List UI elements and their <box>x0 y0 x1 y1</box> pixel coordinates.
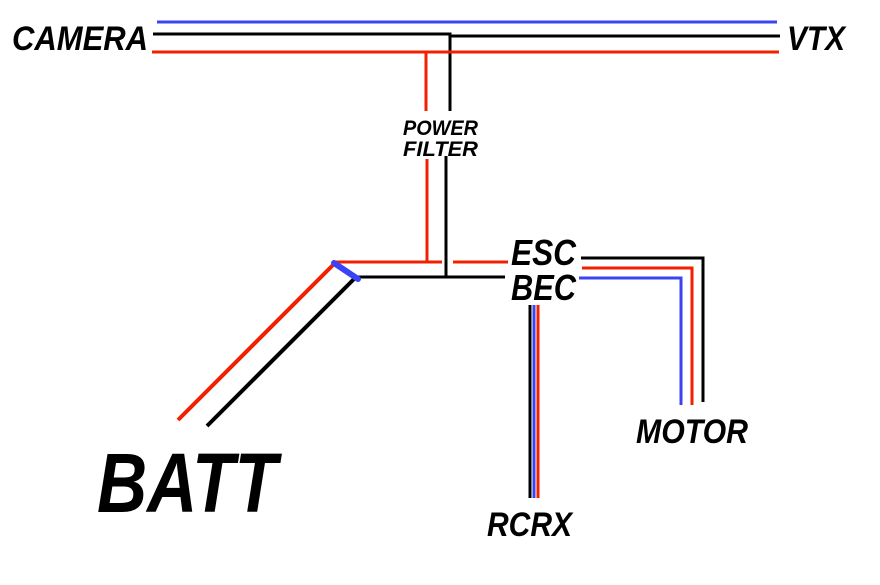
receiver-wires <box>528 305 540 498</box>
battery-leads <box>176 260 361 428</box>
vtx-label: VTX <box>787 20 847 58</box>
camera-ground-wire <box>153 32 452 111</box>
camera-vtx-wires <box>152 20 780 111</box>
motor-wire-black <box>581 256 705 402</box>
battery-negative-lead <box>205 277 356 428</box>
power-filter-label-line2: FILTER <box>403 138 479 161</box>
motor-wire-red <box>582 266 694 405</box>
camera-label: CAMERA <box>12 20 148 58</box>
esc-label: ESC <box>511 232 577 273</box>
battery-positive-lead <box>176 262 336 422</box>
power-filter-label-line1: POWER <box>403 117 479 140</box>
receiver-label: RCRX <box>487 506 574 544</box>
motor-label: MOTOR <box>636 413 748 451</box>
connector-mark <box>331 260 361 282</box>
motor-wires <box>579 256 705 405</box>
battery-label: BATT <box>97 436 283 530</box>
filter-input-wires <box>335 156 508 279</box>
motor-wire-blue <box>579 276 683 405</box>
bec-label: BEC <box>511 267 577 308</box>
